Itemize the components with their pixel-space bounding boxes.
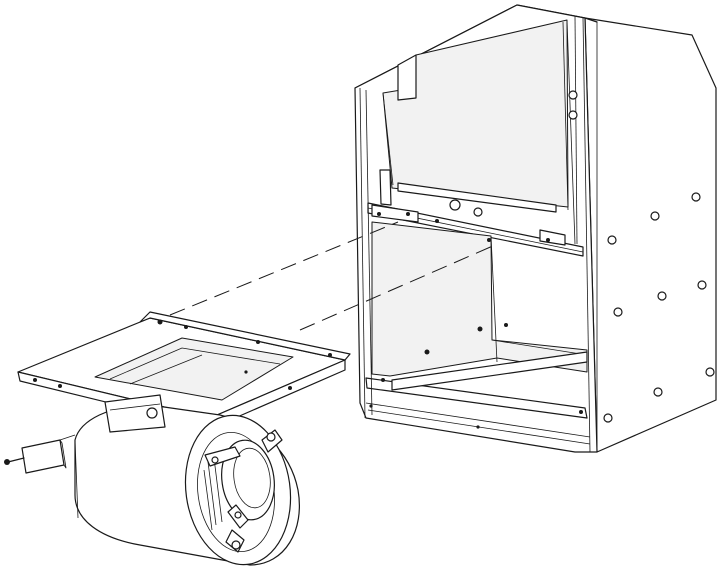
- cabinet-bottom-rail-front: [365, 377, 588, 419]
- cabinet-bottom-rail-back: [391, 351, 588, 391]
- cabinet-upper-opening: [382, 19, 569, 208]
- mounting-plate-opening: [94, 337, 294, 401]
- screw-shaft: [7, 457, 25, 463]
- mounting-plate: [17, 311, 351, 429]
- access-cover-plate: [21, 439, 65, 474]
- screw: [4, 457, 25, 465]
- blower-assembly: [74, 394, 300, 566]
- alignment-lines: [169, 221, 496, 331]
- cabinet-side-panel: [584, 17, 717, 453]
- mounting-plate-back-flange: [139, 311, 351, 361]
- access-cover: [21, 434, 76, 474]
- blower-outlet: [104, 394, 166, 433]
- cabinet-lower-opening: [371, 221, 588, 377]
- cabinet-filter-rail: [397, 182, 557, 213]
- screw-head: [4, 459, 10, 465]
- cabinet: [354, 4, 717, 453]
- blower-motor: [221, 439, 275, 521]
